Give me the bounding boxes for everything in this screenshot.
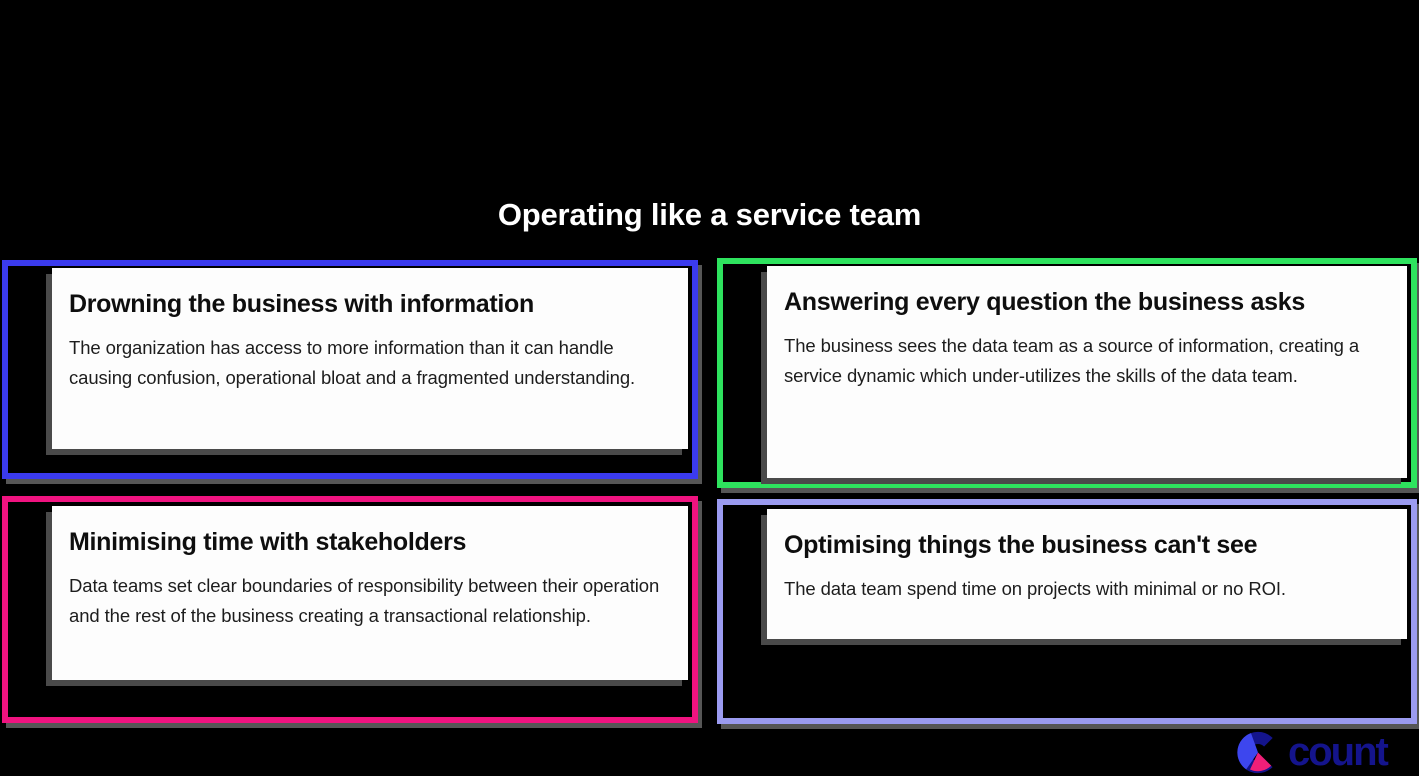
card-heading: Answering every question the business as… (784, 288, 1305, 316)
card-body-text: The organization has access to more info… (69, 337, 636, 388)
card-optimising-unseen-things: Optimising things the business can't see… (717, 499, 1417, 724)
page-title: Operating like a service team (497, 197, 922, 232)
count-logo[interactable]: count (1235, 730, 1389, 775)
card-panel: Optimising things the business can't see… (767, 509, 1407, 639)
card-heading: Minimising time with stakeholders (69, 528, 467, 556)
card-heading: Optimising things the business can't see (784, 531, 1258, 559)
card-panel: Drowning the business with information T… (52, 268, 688, 449)
card-panel: Minimising time with stakeholders Data t… (52, 506, 688, 680)
card-heading: Drowning the business with information (69, 290, 534, 318)
count-logo-icon (1237, 731, 1279, 774)
card-answering-every-question: Answering every question the business as… (717, 258, 1417, 488)
card-body-text: The data team spend time on projects wit… (784, 578, 1286, 599)
card-minimising-time: Minimising time with stakeholders Data t… (2, 496, 698, 723)
card-drowning-the-business: Drowning the business with information T… (2, 260, 698, 479)
card-body-text: Data teams set clear boundaries of respo… (69, 575, 660, 626)
card-panel: Answering every question the business as… (767, 266, 1407, 478)
count-logo-wordmark: count (1288, 730, 1389, 774)
card-body-text: The business sees the data team as a sou… (784, 335, 1360, 386)
